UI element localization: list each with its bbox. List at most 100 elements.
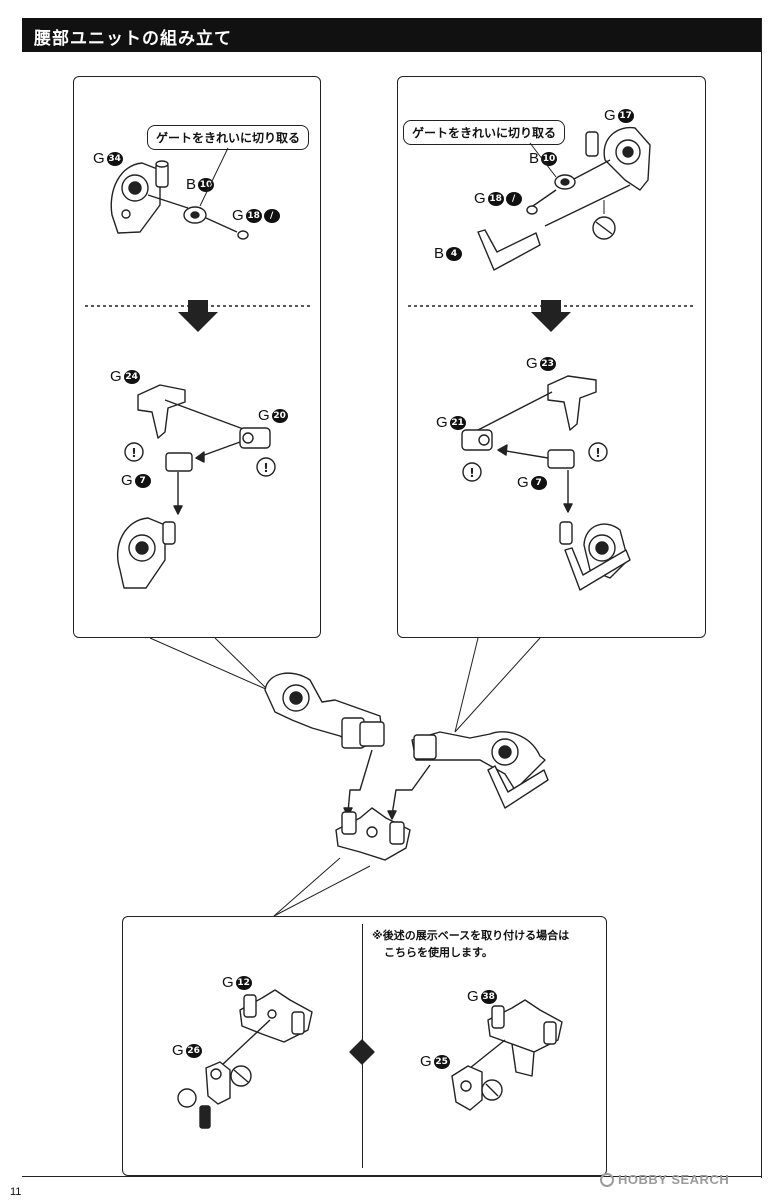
left-part-g24: G 24 — [110, 368, 140, 385]
part-number-badge: 23 — [539, 356, 556, 371]
part-number-badge: 10 — [198, 177, 215, 192]
part-number-badge: 18 — [245, 208, 262, 223]
source-watermark: HOBBY SEARCH — [600, 1172, 729, 1187]
note-line-1: ※後述の展示ベースを取り付ける場合は — [372, 929, 570, 942]
part-letter: G — [467, 988, 479, 1005]
left-part-g7: G 7 — [121, 472, 151, 489]
center-right-leg-joint — [411, 731, 549, 809]
part-number-badge: 4 — [446, 246, 463, 261]
part-letter: G — [436, 414, 448, 431]
base-g26-peg — [205, 1061, 231, 1105]
base-g12-waist — [239, 989, 313, 1043]
right-gate-callout: ゲートをきれいに切り取る — [403, 120, 566, 145]
part-letter: G — [258, 407, 270, 424]
note-line-2: こちらを使用します。 — [384, 946, 493, 959]
right-g7-joint — [547, 449, 575, 469]
base-part-g38: G 38 — [467, 988, 497, 1005]
part-letter: G — [222, 974, 234, 991]
watermark-text: HOBBY SEARCH — [618, 1172, 730, 1187]
left-pin-part — [237, 230, 249, 240]
part-letter: G — [121, 472, 133, 489]
left-washer-part — [183, 206, 207, 224]
left-hip-joint-part — [110, 160, 169, 234]
section-title: 腰部ユニットの組み立て — [34, 29, 232, 49]
svg-text:!: ! — [263, 461, 268, 475]
right-caution-icon-1 — [462, 462, 482, 482]
part-number-badge: 7 — [530, 475, 547, 490]
right-part-g17: G 17 — [604, 107, 634, 124]
part-letter: G — [517, 474, 529, 491]
right-b4-plate — [477, 229, 541, 271]
right-assembled-hip — [559, 521, 631, 591]
part-number-badge: 17 — [617, 108, 634, 123]
part-number-badge: 34 — [106, 151, 123, 166]
part-number-badge: 20 — [271, 408, 288, 423]
base-part-g26: G 26 — [172, 1042, 202, 1059]
part-letter: G — [420, 1053, 432, 1070]
part-letter: B — [186, 176, 197, 193]
nipper-cut-icon: / — [505, 191, 522, 206]
display-base-note: ※後述の展示ベースを取り付ける場合は こちらを使用します。 — [372, 927, 569, 961]
part-letter: G — [604, 107, 616, 124]
right-part-g18: G 18 / — [474, 190, 522, 207]
center-left-leg-joint — [264, 672, 385, 749]
left-part-b10: B 10 — [186, 176, 215, 193]
base-g25-plate — [451, 1065, 483, 1111]
part-number-badge: 12 — [235, 975, 252, 990]
left-part-g34: G 34 — [93, 150, 123, 167]
left-g24-bracket — [137, 384, 186, 439]
part-number-badge: 18 — [487, 191, 504, 206]
svg-text:!: ! — [131, 446, 136, 460]
right-hip-joint-part — [585, 126, 651, 191]
page-number: 11 — [10, 1186, 22, 1198]
right-g21-joint — [461, 429, 493, 451]
left-g7-joint — [165, 452, 193, 472]
right-washer-part — [554, 174, 576, 190]
left-gate-callout: ゲートをきれいに切り取る — [147, 125, 310, 150]
base-part-g12: G 12 — [222, 974, 252, 991]
left-caution-icon-2 — [256, 457, 276, 477]
part-letter: G — [93, 150, 105, 167]
left-part-g18: G 18 / — [232, 207, 280, 224]
part-letter: B — [434, 245, 445, 262]
part-number-badge: 26 — [185, 1043, 202, 1058]
left-step-arrow — [178, 300, 218, 332]
base-part-g25: G 25 — [420, 1053, 450, 1070]
part-letter: G — [110, 368, 122, 385]
part-letter: G — [232, 207, 244, 224]
right-pin-part — [526, 205, 538, 215]
right-part-g7: G 7 — [517, 474, 547, 491]
svg-text:!: ! — [469, 466, 474, 480]
part-letter: G — [474, 190, 486, 207]
base-g26-detail-icon-2 — [177, 1088, 197, 1108]
watermark-logo-icon — [600, 1172, 614, 1187]
frame-right-line — [761, 18, 763, 1178]
part-number-badge: 25 — [433, 1054, 450, 1069]
part-number-badge: 21 — [449, 415, 466, 430]
part-number-badge: 7 — [134, 473, 151, 488]
left-caution-icon-1 — [124, 442, 144, 462]
alternate-option-icon — [349, 1039, 375, 1065]
svg-text:!: ! — [595, 446, 600, 460]
right-step-arrow — [531, 300, 571, 332]
left-assembly-panel — [73, 76, 321, 638]
base-g38-waist — [487, 999, 563, 1077]
part-letter: G — [172, 1042, 184, 1059]
nipper-cut-icon: / — [263, 208, 280, 223]
right-g23-bracket — [547, 375, 597, 431]
section-header: 腰部ユニットの組み立て — [22, 18, 762, 52]
left-g20-joint — [239, 427, 271, 449]
right-part-g23: G 23 — [526, 355, 556, 372]
part-number-badge: 24 — [123, 369, 140, 384]
right-caution-icon-2 — [588, 442, 608, 462]
left-part-g20: G 20 — [258, 407, 288, 424]
right-part-g21: G 21 — [436, 414, 466, 431]
right-part-b4: B 4 — [434, 245, 463, 262]
center-waist-block — [335, 807, 411, 861]
left-assembled-hip — [116, 517, 176, 589]
frame-bottom-line — [22, 1176, 762, 1178]
part-letter: G — [526, 355, 538, 372]
part-number-badge: 38 — [480, 989, 497, 1004]
part-letter: B — [529, 150, 540, 167]
